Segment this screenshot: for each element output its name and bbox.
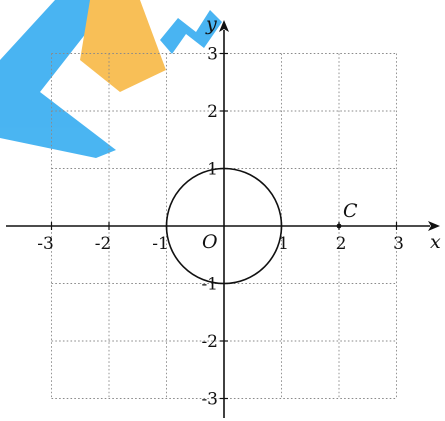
labels: x y O C -3 -2 -1 1 2 3 3 2 1 -1 -2 -3: [37, 13, 441, 410]
y-tick-label: 2: [207, 102, 218, 122]
point-c: [336, 223, 342, 229]
axes: [6, 20, 440, 418]
x-axis-arrow: [428, 221, 440, 231]
x-axis-label: x: [430, 231, 441, 253]
y-tick-label: 3: [207, 45, 218, 65]
origin-label: O: [202, 231, 218, 253]
x-tick-label: -1: [152, 234, 169, 254]
y-tick-label: -1: [201, 275, 218, 295]
watermark-blue-mark: [160, 10, 222, 54]
unit-circle: [165, 167, 283, 285]
y-tick-label: -3: [201, 390, 218, 410]
y-axis-arrow: [219, 20, 229, 32]
x-tick-label: 2: [336, 234, 347, 254]
watermark-orange-shape: [80, 0, 166, 92]
y-tick-label: 1: [207, 160, 218, 180]
point-c-label: C: [343, 200, 358, 222]
watermark-blue-shape: [0, 0, 116, 158]
shapes: [165, 167, 342, 285]
y-axis-label: y: [205, 13, 217, 35]
y-tick-label: -2: [201, 332, 218, 352]
watermark-logo: [0, 0, 222, 158]
x-tick-label: -2: [95, 234, 112, 254]
x-tick-label: 3: [393, 234, 404, 254]
x-tick-label: 1: [278, 234, 289, 254]
x-tick-label: -3: [37, 234, 54, 254]
